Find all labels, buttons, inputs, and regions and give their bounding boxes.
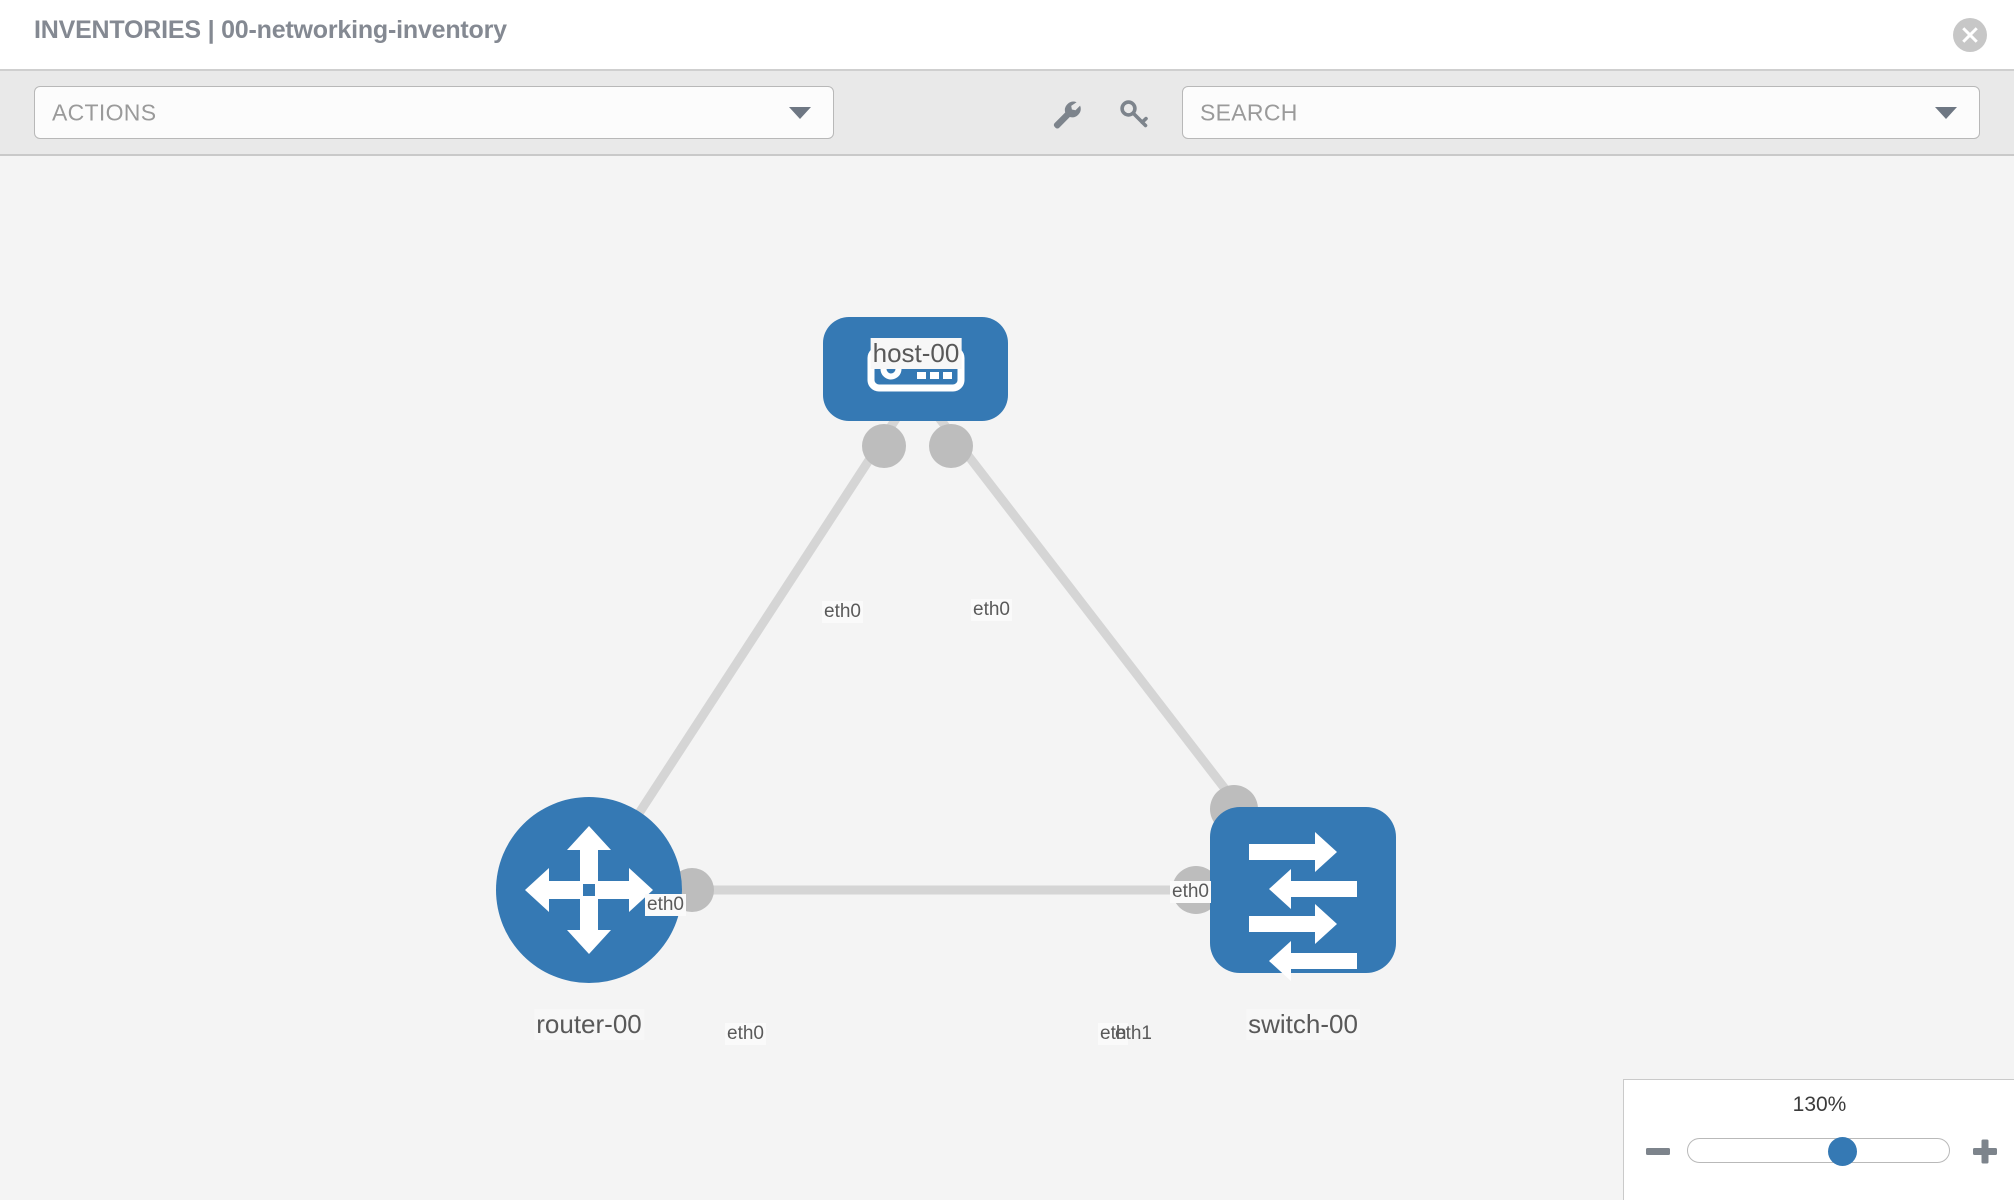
topology-graph xyxy=(496,317,1396,983)
interface-label: eth0 xyxy=(822,601,863,623)
page-header: INVENTORIES | 00-networking-inventory xyxy=(0,0,2014,69)
wrench-icon[interactable] xyxy=(1048,96,1084,132)
chevron-down-icon xyxy=(1935,106,1957,119)
node-label-host: host-00 xyxy=(870,338,962,369)
actions-dropdown[interactable]: ACTIONS xyxy=(34,86,834,139)
zoom-in-button[interactable] xyxy=(1969,1135,2001,1167)
switch-icon xyxy=(1249,832,1357,981)
node-switch-00[interactable] xyxy=(1210,807,1396,981)
chevron-down-icon xyxy=(789,106,811,119)
zoom-slider-track[interactable] xyxy=(1687,1137,1950,1166)
zoom-control-panel: 130% xyxy=(1623,1079,2014,1200)
search-placeholder: SEARCH xyxy=(1200,99,1298,125)
close-button[interactable] xyxy=(1953,18,1987,52)
link-host-router[interactable] xyxy=(585,385,920,893)
node-label-router: router-00 xyxy=(534,1009,644,1040)
node-label-switch: switch-00 xyxy=(1246,1009,1360,1040)
actions-dropdown-label: ACTIONS xyxy=(52,99,157,125)
interface-endpoints xyxy=(670,424,1258,914)
close-icon xyxy=(1962,27,1978,43)
topology-canvas[interactable]: host-00 router-00 switch-00 eth0 eth0 et… xyxy=(0,156,2014,1200)
zoom-slider-thumb[interactable] xyxy=(1828,1137,1857,1166)
minus-icon xyxy=(1646,1148,1670,1155)
interface-label: eth xyxy=(1098,1023,1129,1045)
zoom-level-label: 130% xyxy=(1792,1093,1847,1116)
toolbar: ACTIONS SEARCH xyxy=(0,69,2014,156)
plus-icon xyxy=(1973,1139,1997,1164)
interface-label: eth0 xyxy=(645,894,686,916)
interface-endpoint[interactable] xyxy=(862,424,906,468)
interface-label: eth0 xyxy=(1170,881,1211,903)
interface-label: eth0 xyxy=(725,1023,766,1045)
router-icon xyxy=(525,826,653,954)
search-input[interactable]: SEARCH xyxy=(1182,86,1980,139)
node-host-00[interactable] xyxy=(823,317,1008,421)
interface-label: eth0 xyxy=(971,599,1012,621)
interface-label: eth1 xyxy=(1115,1023,1152,1044)
interface-endpoint[interactable] xyxy=(929,424,973,468)
zoom-out-button[interactable] xyxy=(1642,1135,1674,1167)
key-icon[interactable] xyxy=(1116,96,1152,132)
page-title: INVENTORIES | 00-networking-inventory xyxy=(34,16,507,44)
node-router-00[interactable] xyxy=(496,797,682,983)
